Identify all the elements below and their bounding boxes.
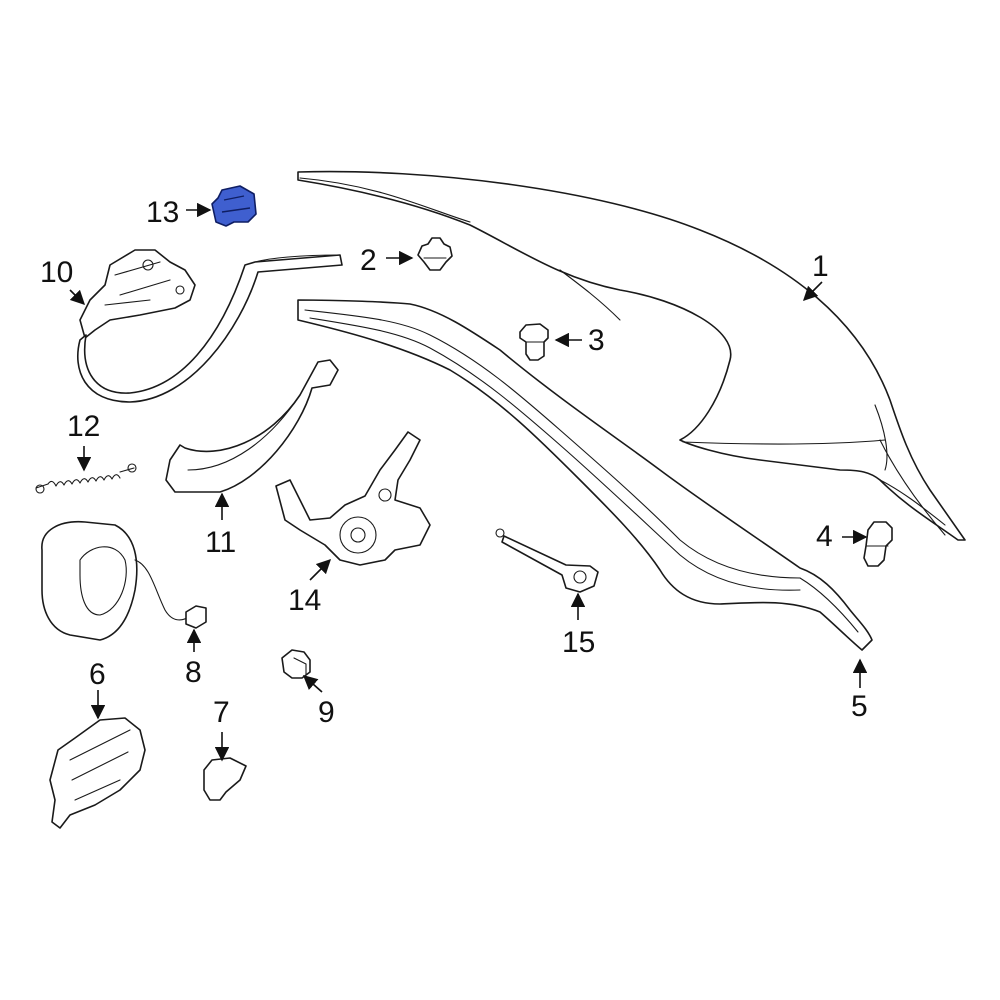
part-14-actuator[interactable] [275,431,431,566]
callout-8: 8 [185,656,202,689]
callout-5: 5 [851,690,868,723]
leader-14 [309,558,332,581]
part-11-strap[interactable] [165,359,339,493]
part-7-cover[interactable] [203,757,247,801]
callout-9: 9 [318,696,335,729]
part-6-motor-cover[interactable] [41,520,191,641]
part-13-bracket-highlighted[interactable] [211,185,257,227]
callout-2: 2 [360,244,377,277]
part-8-connector[interactable] [185,605,207,629]
part-15-rod[interactable] [495,528,599,593]
callout-labels: 1 2 3 4 5 6 7 8 9 10 11 12 13 14 15 [40,196,868,729]
leader-1 [802,281,823,302]
callout-4: 4 [816,520,833,553]
callout-15: 15 [562,626,595,659]
callout-6: 6 [89,658,106,691]
leader-lines [69,202,868,762]
part-5-inner-panel[interactable] [297,299,873,651]
part-1-trunk-lid[interactable] [297,170,966,541]
callout-7: 7 [213,696,230,729]
part-10-hinge[interactable] [79,249,196,339]
callout-11: 11 [205,526,236,559]
part-6-latch[interactable] [49,717,146,829]
callout-12: 12 [67,410,100,443]
leader-9 [302,675,323,693]
callout-3: 3 [588,324,605,357]
callout-10: 10 [40,256,73,289]
part-3-fastener[interactable] [519,323,549,361]
part-12-spring[interactable] [35,463,137,494]
callout-1: 1 [812,250,829,283]
callout-14: 14 [288,584,321,617]
part-4-bumper[interactable] [863,521,893,567]
leader-10 [69,289,86,306]
part-9-nut[interactable] [281,649,311,679]
callout-13: 13 [146,196,179,229]
part-2-clip[interactable] [417,237,453,271]
part-10-hinge-arm[interactable] [76,254,343,403]
